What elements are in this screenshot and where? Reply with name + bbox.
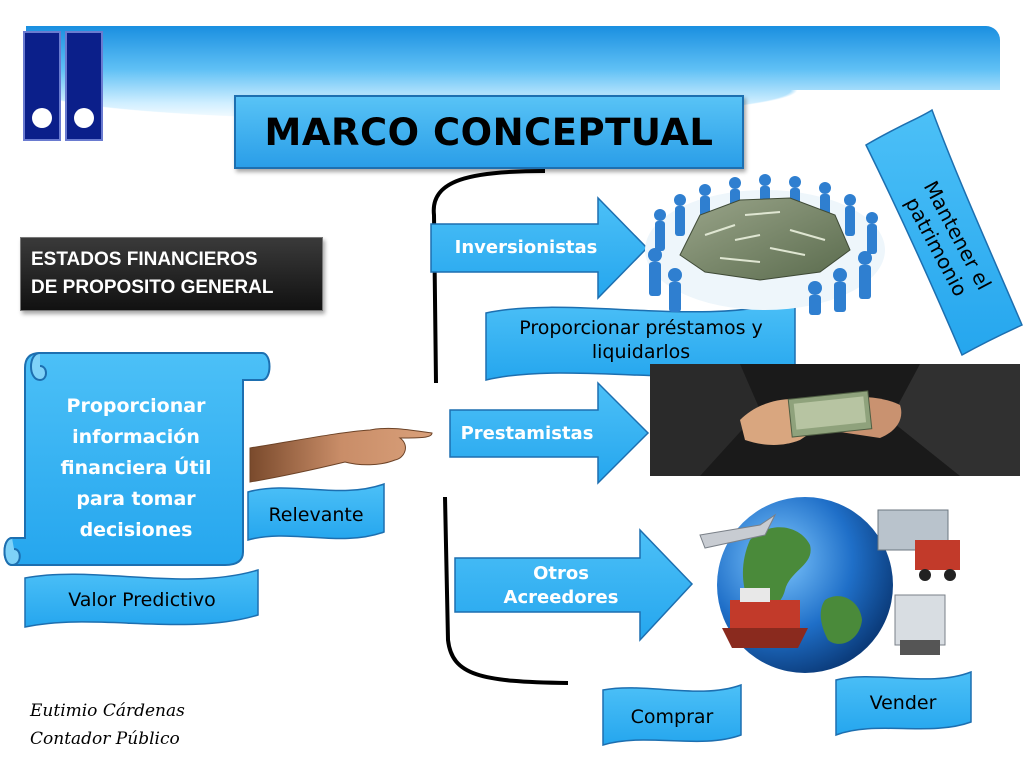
bracket-bottom	[443, 496, 569, 685]
scroll-line-3: financiera Útil	[60, 456, 212, 479]
valor-predictivo-label: Valor Predictivo	[68, 589, 216, 611]
scroll-line-1: Proporcionar	[66, 394, 206, 417]
arrow-prestamistas	[449, 381, 650, 485]
scroll-line-5: decisiones	[79, 518, 193, 541]
comprar-wave	[602, 683, 742, 747]
signature-role: Contador Público	[30, 729, 180, 749]
prestamistas-label: Prestamistas	[460, 423, 594, 444]
arrow-otros-acreedores	[454, 528, 694, 642]
arrow-inversionistas	[430, 196, 649, 300]
money-handshake-photo	[650, 364, 1020, 476]
otros-line-1: Otros	[533, 563, 589, 584]
scroll-line-2: información	[72, 425, 200, 448]
proporcionar-prestamos-label: Proporcionar préstamos y liquidarlos	[490, 312, 792, 368]
page-title: MARCO CONCEPTUAL	[264, 110, 714, 154]
inversionistas-label: Inversionistas	[454, 237, 598, 258]
pointing-hand-icon	[249, 427, 433, 483]
logo-icon	[23, 31, 103, 141]
vender-label: Vender	[869, 692, 937, 714]
prestamos-line-2: liquidarlos	[591, 341, 691, 363]
signature: Eutimio Cárdenas Contador Público	[30, 697, 250, 753]
scroll-line-4: para tomar	[76, 487, 196, 510]
scroll-shape	[3, 352, 271, 567]
mantener-wave	[865, 108, 1023, 357]
relevante-label: Relevante	[268, 504, 364, 526]
prestamos-line-1: Proporcionar préstamos y	[519, 317, 763, 339]
otros-acreedores-label: Otros Acreedores	[470, 558, 652, 614]
signature-name: Eutimio Cárdenas	[30, 701, 185, 721]
bracket-top	[431, 169, 546, 384]
title-box: MARCO CONCEPTUAL	[234, 95, 744, 169]
estados-financieros-box: ESTADOS FINANCIEROS DE PROPOSITO GENERAL	[20, 237, 323, 311]
estados-line-1: ESTADOS FINANCIEROS	[31, 249, 258, 270]
otros-line-2: Acreedores	[503, 587, 619, 608]
investors-money-icon	[645, 174, 885, 315]
globe-trade-icon	[699, 497, 960, 673]
valor-predictivo-wave	[24, 568, 259, 628]
scroll-text: Proporcionar información financiera Útil…	[30, 388, 242, 548]
comprar-label: Comprar	[630, 706, 714, 728]
relevante-wave	[247, 482, 385, 541]
estados-line-2: DE PROPOSITO GENERAL	[31, 277, 274, 298]
vender-wave	[835, 670, 972, 737]
